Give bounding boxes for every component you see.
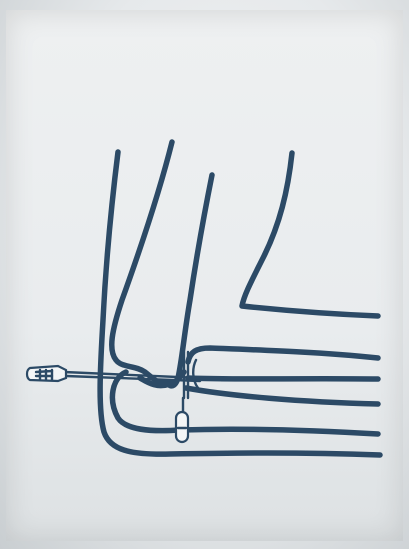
joint-lower-branch xyxy=(186,388,378,404)
joint-capsule-icon xyxy=(193,360,198,388)
needle-icon xyxy=(27,366,200,381)
joint-upper-branch xyxy=(188,348,378,362)
humerus-left-edge xyxy=(112,142,172,383)
joint-middle-branch xyxy=(188,378,378,379)
upper-right-l-contour xyxy=(242,153,378,316)
syringe-icon xyxy=(176,398,188,442)
